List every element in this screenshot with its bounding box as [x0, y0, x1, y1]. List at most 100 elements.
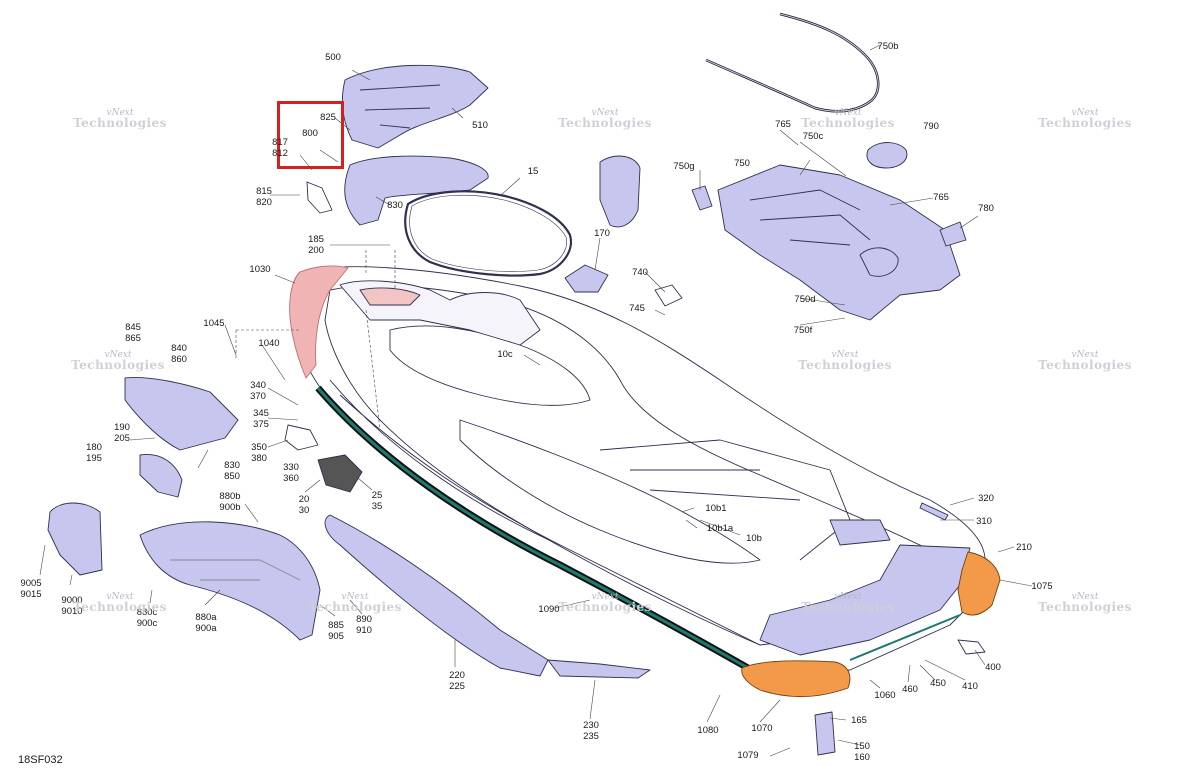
callout-label: 880b 900b: [219, 491, 241, 513]
panel-800: [344, 155, 489, 226]
rear-deck-lines: [599, 439, 851, 561]
side-cover-880a-detail: [170, 559, 301, 581]
rub-strip-highlight: [316, 387, 749, 670]
callout-label: 345 375: [253, 408, 269, 430]
leader-lines: [39, 44, 1033, 757]
figure-code: 18SF032: [18, 754, 63, 766]
callout-label: 750b: [877, 41, 899, 52]
rear-platform-line: [849, 614, 961, 661]
callout-label: 320: [978, 493, 994, 504]
callout-label: 1090: [538, 604, 560, 615]
bracket-815: [306, 181, 333, 214]
callout-label: 10b: [746, 533, 762, 544]
callout-label: 9000 9010: [61, 595, 83, 617]
callout-label: 1079: [737, 750, 759, 761]
callout-label: 400: [985, 662, 1001, 673]
cap-790: [866, 142, 908, 169]
callout-label: 230 235: [583, 720, 599, 742]
callout-label: 745: [629, 303, 645, 314]
callout-label: 190 205: [114, 422, 130, 444]
callout-label: 1045: [203, 318, 225, 329]
callout-label: 185 200: [308, 234, 324, 256]
callout-label: 25 35: [371, 490, 383, 512]
callout-label: 750: [734, 158, 750, 169]
callout-label: 10c: [497, 349, 513, 360]
callout-label: 1075: [1031, 581, 1053, 592]
callout-label: 10b1a: [706, 523, 734, 534]
callout-label: 510: [472, 120, 488, 131]
callout-label: 340 370: [250, 380, 266, 402]
callout-label: 1030: [249, 264, 271, 275]
callout-label: 330 360: [283, 462, 299, 484]
callout-label: 880c 900c: [136, 607, 158, 629]
callout-label: 830: [387, 200, 403, 211]
seal-15-inner: [409, 194, 567, 272]
callout-label: 10b1: [705, 503, 727, 514]
callout-label: 1060: [874, 690, 896, 701]
swim-step-pad: [829, 519, 891, 546]
mat-20: [317, 454, 363, 493]
callout-label: 780: [978, 203, 994, 214]
side-cover-880a: [139, 521, 321, 641]
deck-outline: [324, 285, 931, 646]
panel-9000: [47, 502, 103, 576]
bracket-330: [284, 424, 319, 451]
part-170: [564, 264, 609, 293]
callout-label: 830 850: [224, 460, 240, 482]
callout-label: 880a 900a: [195, 612, 217, 634]
part-780: [939, 221, 967, 247]
bracket-740: [654, 284, 683, 307]
seal-15: [404, 190, 573, 277]
deck-750: [717, 164, 961, 321]
callout-label: 740: [632, 267, 648, 278]
callout-label: 220 225: [449, 670, 465, 692]
callout-label: 800: [302, 128, 318, 139]
callout-label: 815 820: [256, 186, 272, 208]
callout-label: 310: [976, 516, 992, 527]
callout-label: 845 865: [125, 322, 141, 344]
front-cover-500-detail: [359, 84, 441, 129]
rear-bumper-right: [957, 551, 1001, 616]
part-750g: [691, 185, 713, 211]
callout-label: 1080: [697, 725, 719, 736]
front-cover-500: [341, 64, 489, 149]
seal-750b-inner: [705, 13, 879, 112]
callout-label: 885 905: [328, 620, 344, 642]
mat-220: [324, 514, 549, 677]
callout-label: 450: [930, 678, 946, 689]
callout-label: 1040: [258, 338, 280, 349]
part-150: [814, 711, 836, 756]
callout-label: 825: [320, 112, 336, 123]
callout-label: 817 812: [272, 137, 288, 159]
callout-label: 765: [775, 119, 791, 130]
callout-label: 165: [851, 715, 867, 726]
callout-label: 750d: [794, 294, 816, 305]
callout-label: 410: [962, 681, 978, 692]
callout-label: 210: [1016, 542, 1032, 553]
highlight-box: [277, 101, 344, 169]
callout-label: 1070: [751, 723, 773, 734]
mat-230: [547, 659, 651, 679]
callout-label: 150 160: [854, 741, 870, 763]
callout-label: 180 195: [86, 442, 102, 464]
callout-label: 750g: [673, 161, 695, 172]
hull-side-lines: [329, 379, 761, 646]
callout-label: 170: [594, 228, 610, 239]
callout-label: 500: [325, 52, 341, 63]
callout-label: 15: [527, 166, 539, 177]
bracket-400: [957, 639, 986, 655]
deck-750-detail: [749, 189, 899, 277]
